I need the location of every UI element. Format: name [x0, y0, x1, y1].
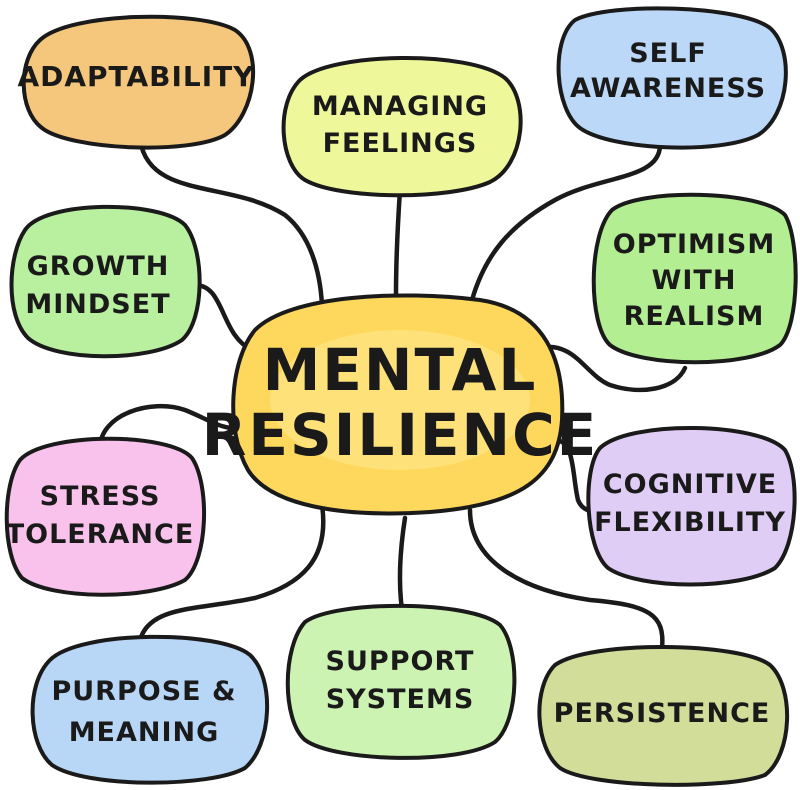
node-managing-feelings-label-2: FEELINGS	[323, 128, 478, 159]
node-support-systems-label-1: SUPPORT	[326, 646, 475, 677]
node-support-systems-shape	[285, 603, 517, 760]
node-managing-feelings-label-1: MANAGING	[312, 91, 488, 122]
node-self-awareness: SELF AWARENESS	[556, 6, 788, 150]
node-self-awareness-label-2: AWARENESS	[570, 73, 766, 104]
node-stress-tolerance-label-2: TOLERANCE	[6, 519, 195, 550]
node-cognitive-flexibility-label-1: COGNITIVE	[603, 469, 777, 500]
node-optimism-shape	[591, 192, 798, 365]
node-optimism: OPTIMISM WITH REALISM	[591, 192, 798, 365]
node-optimism-label-2: WITH	[652, 265, 737, 296]
node-self-awareness-shape	[556, 6, 788, 150]
center-node: MENTAL RESILIENCE	[202, 293, 599, 516]
node-support-systems-label-2: SYSTEMS	[326, 684, 475, 715]
node-optimism-label-1: OPTIMISM	[613, 229, 775, 260]
connector-persistence	[467, 507, 665, 651]
node-self-awareness-label-1: SELF	[629, 38, 707, 69]
connector-self-awareness	[469, 142, 663, 303]
node-purpose-meaning-shape	[30, 634, 269, 785]
node-purpose-meaning: PURPOSE & MEANING	[30, 634, 269, 785]
node-purpose-meaning-label-2: MEANING	[69, 717, 220, 748]
node-support-systems: SUPPORT SYSTEMS	[285, 603, 517, 760]
connectors	[97, 137, 688, 651]
node-growth-mindset: GROWTH MINDSET	[9, 204, 202, 359]
node-persistence: PERSISTENCE	[537, 645, 789, 787]
connector-growth-mindset	[192, 282, 255, 353]
node-cognitive-flexibility-shape	[586, 425, 797, 587]
node-adaptability-shape	[21, 14, 256, 150]
node-adaptability-label: ADAPTABILITY	[17, 60, 254, 93]
node-persistence-label: PERSISTENCE	[554, 698, 771, 729]
node-persistence-shape	[537, 645, 789, 787]
node-managing-feelings-shape	[281, 56, 523, 198]
node-stress-tolerance-label-1: STRESS	[40, 481, 161, 512]
node-purpose-meaning-label-1: PURPOSE &	[51, 676, 236, 707]
connector-purpose-meaning	[137, 502, 326, 643]
node-stress-tolerance-shape	[4, 436, 207, 597]
connector-adaptability	[137, 137, 325, 308]
center-node-label-1: MENTAL	[263, 336, 538, 404]
connector-optimism	[535, 344, 688, 393]
connector-managing-feelings	[393, 187, 403, 298]
center-node-label-2: RESILIENCE	[202, 401, 599, 469]
connector-support-systems	[397, 515, 408, 613]
node-optimism-label-3: REALISM	[624, 301, 765, 332]
node-stress-tolerance: STRESS TOLERANCE	[4, 436, 207, 597]
node-cognitive-flexibility: COGNITIVE FLEXIBILITY	[586, 425, 797, 587]
center-node-highlight	[270, 330, 530, 470]
connector-stress-tolerance	[97, 403, 243, 451]
node-growth-mindset-shape	[9, 204, 202, 359]
node-adaptability: ADAPTABILITY	[17, 14, 256, 150]
node-growth-mindset-label-2: MINDSET	[25, 289, 170, 320]
node-managing-feelings: MANAGING FEELINGS	[281, 56, 523, 198]
node-cognitive-flexibility-label-2: FLEXIBILITY	[594, 507, 786, 538]
node-growth-mindset-label-1: GROWTH	[27, 251, 170, 282]
